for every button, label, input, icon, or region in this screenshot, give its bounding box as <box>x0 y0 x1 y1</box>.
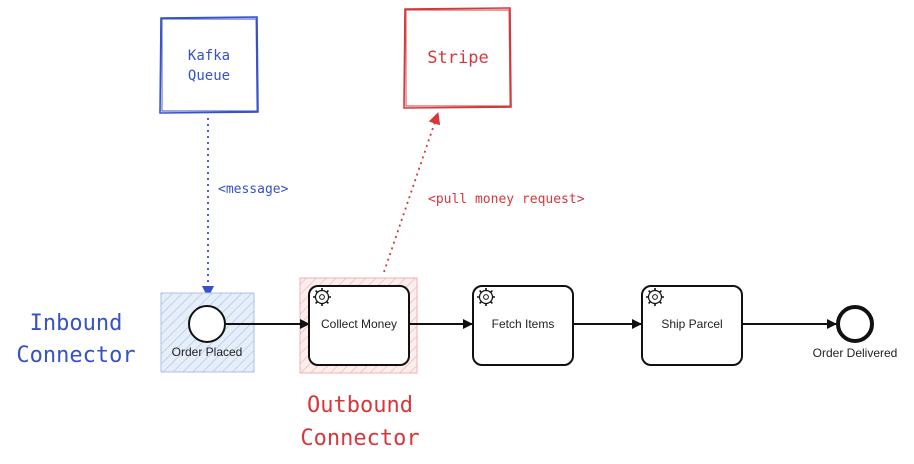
kafka-queue-sketch-stroke <box>161 18 258 112</box>
end-event-circle <box>836 305 874 343</box>
kafka-queue-label-line2: Queue <box>188 68 230 84</box>
inbound-connector-label-line2: Connector <box>16 343 135 368</box>
message-flow-label: <message> <box>218 182 289 197</box>
task-ship-parcel-label: Ship Parcel <box>661 317 722 331</box>
stripe-box: Stripe <box>403 7 512 109</box>
task-collect-money-label: Collect Money <box>321 317 397 331</box>
end-event-label: Order Delivered <box>813 346 898 360</box>
end-event-order-delivered[interactable]: Order Delivered <box>813 305 898 360</box>
stripe-outline <box>403 7 512 109</box>
task-collect-money[interactable]: Collect Money <box>308 285 410 366</box>
task-ship-parcel-box <box>641 285 743 366</box>
start-event-order-placed[interactable]: Order Placed <box>172 305 243 359</box>
stripe-label: Stripe <box>427 48 488 68</box>
stripe-sketch-stroke <box>405 9 511 107</box>
task-ship-parcel[interactable]: Ship Parcel <box>641 285 743 366</box>
outbound-connector-label-line1: Outbound <box>307 393 413 418</box>
outbound-connector-label-line2: Connector <box>300 426 419 451</box>
gear-icon <box>477 288 495 306</box>
kafka-queue-box: Kafka Queue <box>159 16 259 114</box>
pull-money-flow-label: <pull money request> <box>428 192 585 207</box>
kafka-queue-label-line1: Kafka <box>188 48 230 64</box>
gear-icon <box>646 288 664 306</box>
task-fetch-items[interactable]: Fetch Items <box>472 285 574 366</box>
kafka-queue-outline <box>159 16 259 114</box>
start-event-circle <box>188 305 226 343</box>
start-event-label: Order Placed <box>172 345 243 359</box>
task-fetch-items-box <box>472 285 574 366</box>
task-collect-money-box <box>308 285 410 366</box>
inbound-connector-label-line1: Inbound <box>30 311 123 336</box>
pull-money-flow-arrow <box>383 112 441 273</box>
task-fetch-items-label: Fetch Items <box>492 317 555 331</box>
gear-icon <box>313 288 331 306</box>
